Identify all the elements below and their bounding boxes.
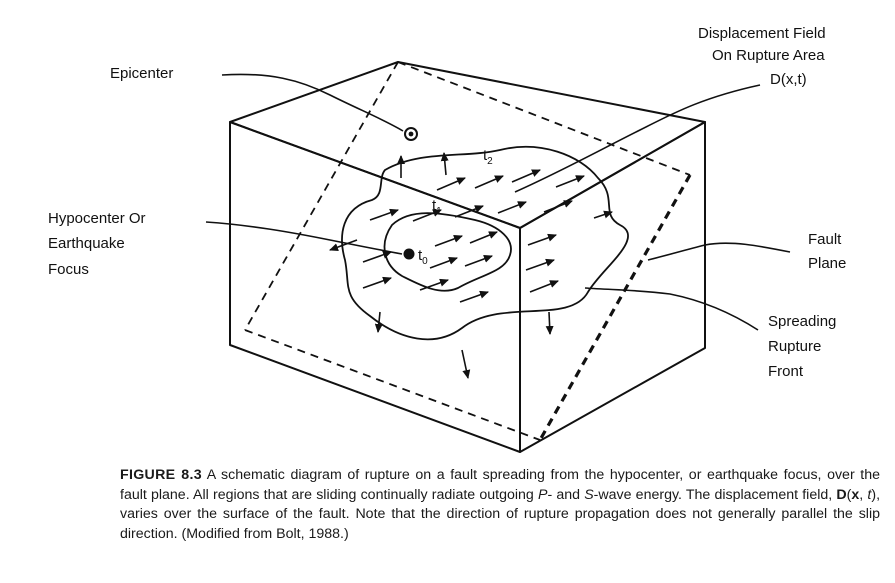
spreading-front-label-line3: Front: [768, 363, 804, 380]
fault-rupture-diagram: Epicenter Displacement Field On Rupture …: [48, 25, 846, 453]
leader-lines: [205, 73, 791, 331]
caption-p-wave: P: [537, 486, 548, 503]
displacement-field-label-line2: On Rupture Area: [712, 47, 825, 64]
fault-plane-label-line2: Plane: [808, 255, 846, 272]
block-side-face: [519, 121, 706, 453]
hypocenter-label-line1: Hypocenter Or: [48, 210, 146, 227]
fault-top-trace: [397, 61, 691, 176]
epicenter-label: Epicenter: [110, 65, 173, 82]
block-outline: [229, 61, 706, 453]
caption-x-symbol: x: [851, 486, 860, 503]
hypocenter-leader: [205, 221, 403, 255]
block-top-face: [229, 61, 706, 229]
displacement-field-label-line1: Displacement Field: [698, 25, 826, 42]
time-label-t2: t2: [483, 147, 493, 167]
caption-text-2: - and: [547, 486, 585, 503]
caption-d-symbol: D: [836, 486, 847, 503]
displacement-leader: [514, 84, 761, 193]
epicenter-leader: [221, 73, 404, 132]
spreading-front-leader: [584, 287, 759, 331]
spreading-front-label-line2: Rupture: [768, 338, 821, 355]
caption-paren-open: (: [846, 486, 852, 503]
displacement-symbol-label: D(x,t): [770, 71, 807, 88]
fault-side-trace: [538, 174, 692, 441]
time-label-t0: t0: [418, 247, 428, 267]
caption-text-3: -wave energy. The displacement field,: [593, 486, 837, 503]
hypocenter-label-line2: Earthquake: [48, 235, 125, 252]
block-front-face: [229, 121, 521, 453]
spreading-front-label-line1: Spreading: [768, 313, 836, 330]
hypocenter-dot: [403, 248, 415, 260]
epicenter-marker: [404, 127, 418, 141]
fault-bottom-edge: [244, 329, 541, 441]
rupture-front-t1: [383, 212, 512, 292]
hypocenter-label-line3: Focus: [48, 261, 89, 278]
fault-plane-leader: [647, 242, 791, 261]
slip-arrows: [329, 152, 613, 379]
caption-t-symbol: t: [867, 486, 872, 503]
time-label-t1: t1: [432, 197, 442, 217]
caption-text-4: ), varies over the surface of the fault.…: [120, 486, 881, 542]
fault-plane-label-line1: Fault: [808, 231, 842, 248]
figure-caption: FIGURE 8.3 A schematic diagram of ruptur…: [120, 466, 880, 544]
fault-plane-outline: [244, 61, 692, 441]
caption-s-wave: S: [584, 486, 594, 503]
fault-left-edge: [244, 61, 399, 331]
caption-comma: ,: [859, 486, 868, 503]
figure-number: FIGURE 8.3: [120, 467, 202, 483]
caption-text-1: A schematic diagram of rupture on a faul…: [120, 467, 880, 503]
